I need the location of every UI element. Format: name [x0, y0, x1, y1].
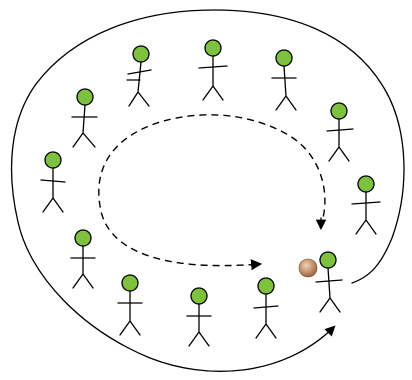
ball-path-dashed-loop	[99, 115, 325, 266]
stick-figure	[71, 230, 95, 288]
stick-figure	[254, 278, 278, 338]
stick-figure	[199, 40, 227, 100]
stick-figure	[316, 252, 342, 312]
stick-figure	[118, 275, 142, 335]
stick-figure	[352, 176, 380, 234]
stick-figure	[187, 288, 211, 346]
stick-figure	[272, 50, 296, 110]
stick-figure	[127, 46, 151, 106]
ball	[299, 259, 317, 277]
stick-figure	[72, 89, 97, 147]
stick-figure	[41, 152, 65, 212]
outer-loop-arrow	[12, 10, 404, 371]
stick-figure	[327, 103, 353, 161]
